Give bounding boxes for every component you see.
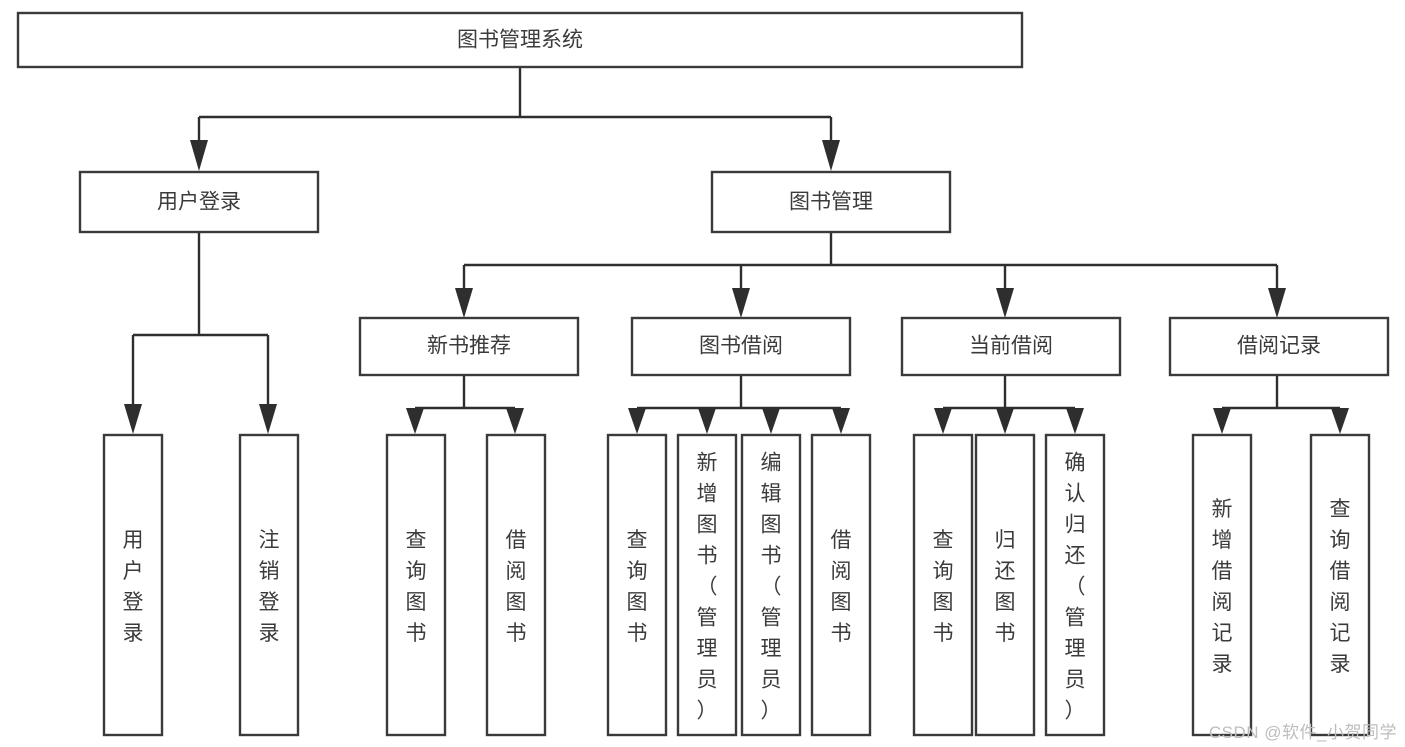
node-leaf-confirm-return-admin-label: 确认归还（管理员）	[1065, 452, 1086, 723]
node-leaf-return-book-box[interactable]	[974, 433, 1036, 737]
arrowhead-leaf-query-book-current	[934, 408, 952, 434]
node-leaf-query-borrow-record-box[interactable]	[1309, 433, 1371, 737]
node-leaf-logout-login-label: 注销登录	[259, 529, 280, 645]
arrowhead-current-borrow	[996, 288, 1014, 318]
arrowhead-leaf-borrow-book	[832, 408, 850, 434]
arrowhead-leaf-edit-book-admin	[762, 408, 780, 434]
arrowhead-leaf-confirm-return-admin	[1066, 408, 1084, 434]
arrowhead-leaf-query-book-recommend	[406, 408, 424, 434]
node-leaf-add-borrow-record-label: 新增借阅记录	[1212, 498, 1233, 676]
arrowhead-leaf-return-book	[996, 408, 1014, 434]
arrowhead-leaf-query-borrow-record	[1331, 408, 1349, 434]
node-new-book-recommend-label: 新书推荐	[427, 335, 511, 358]
arrowhead-book-management	[822, 140, 840, 171]
arrowhead-leaf-add-borrow-record	[1213, 408, 1231, 434]
node-leaf-logout-login-box[interactable]	[238, 433, 300, 737]
node-leaf-return-book[interactable]: 归还图书	[974, 433, 1036, 737]
arrowhead-leaf-query-book-borrow	[628, 408, 646, 434]
node-book-borrow-label: 图书借阅	[699, 335, 783, 358]
node-new-book-recommend-box[interactable]	[358, 316, 580, 377]
node-leaf-user-login-box[interactable]	[102, 433, 164, 737]
node-leaf-query-book-current-label: 查询图书	[933, 529, 954, 645]
node-book-management[interactable]: 图书管理	[710, 170, 952, 234]
node-book-borrow-box[interactable]	[630, 316, 852, 377]
node-leaf-borrow-book-box[interactable]	[810, 433, 872, 737]
node-root-box[interactable]	[16, 11, 1024, 69]
node-leaf-edit-book-admin-box[interactable]	[740, 433, 802, 737]
node-current-borrow-label: 当前借阅	[969, 335, 1053, 358]
arrowhead-borrow-record	[1268, 288, 1286, 318]
node-leaf-query-book-borrow-label: 查询图书	[627, 529, 648, 645]
node-user-login[interactable]: 用户登录	[78, 170, 320, 234]
node-leaf-borrow-book[interactable]: 借阅图书	[810, 433, 872, 737]
node-leaf-borrow-book-label: 借阅图书	[831, 529, 852, 645]
connector-layer	[124, 67, 1349, 434]
node-leaf-edit-book-admin-label: 编辑图书（管理员）	[761, 452, 782, 723]
arrowhead-book-borrow	[732, 288, 750, 318]
node-new-book-recommend[interactable]: 新书推荐	[358, 316, 580, 377]
node-leaf-query-borrow-record[interactable]: 查询借阅记录	[1309, 433, 1371, 737]
node-leaf-confirm-return-admin[interactable]: 确认归还（管理员）	[1044, 433, 1106, 737]
node-root[interactable]: 图书管理系统	[16, 11, 1024, 69]
node-borrow-record[interactable]: 借阅记录	[1168, 316, 1390, 377]
node-leaf-borrow-book-recommend[interactable]: 借阅图书	[485, 433, 547, 737]
node-leaf-query-book-recommend-box[interactable]	[385, 433, 447, 737]
node-current-borrow[interactable]: 当前借阅	[900, 316, 1122, 377]
arrowhead-leaf-add-book-admin	[698, 408, 716, 434]
node-leaf-confirm-return-admin-box[interactable]	[1044, 433, 1106, 737]
node-leaf-query-book-borrow-box[interactable]	[606, 433, 668, 737]
node-leaf-borrow-book-recommend-label: 借阅图书	[506, 529, 527, 645]
node-user-login-label: 用户登录	[157, 191, 241, 214]
node-root-label: 图书管理系统	[457, 29, 583, 52]
node-book-management-label: 图书管理	[789, 191, 873, 214]
arrowhead-leaf-user-login	[124, 404, 142, 434]
node-leaf-query-book-borrow[interactable]: 查询图书	[606, 433, 668, 737]
node-leaf-logout-login[interactable]: 注销登录	[238, 433, 300, 737]
node-leaf-query-borrow-record-label: 查询借阅记录	[1330, 498, 1351, 676]
node-leaf-query-book-recommend-label: 查询图书	[406, 529, 427, 645]
node-leaf-add-borrow-record-box[interactable]	[1191, 433, 1253, 737]
node-leaf-add-book-admin-label: 新增图书（管理员）	[697, 452, 718, 723]
node-leaf-add-book-admin-box[interactable]	[676, 433, 738, 737]
node-leaf-add-borrow-record[interactable]: 新增借阅记录	[1191, 433, 1253, 737]
node-user-login-box[interactable]	[78, 170, 320, 234]
node-leaf-query-book-current[interactable]: 查询图书	[912, 433, 974, 737]
node-current-borrow-box[interactable]	[900, 316, 1122, 377]
node-leaf-add-book-admin[interactable]: 新增图书（管理员）	[676, 433, 738, 737]
arrowhead-user-login	[190, 140, 208, 171]
arrowhead-leaf-logout-login	[259, 404, 277, 434]
arrowhead-leaf-borrow-book-recommend	[506, 408, 524, 434]
node-borrow-record-label: 借阅记录	[1237, 335, 1321, 358]
arrowhead-new-book-recommend	[455, 288, 473, 318]
node-book-management-box[interactable]	[710, 170, 952, 234]
node-leaf-query-book-current-box[interactable]	[912, 433, 974, 737]
node-leaf-user-login[interactable]: 用户登录	[102, 433, 164, 737]
node-borrow-record-box[interactable]	[1168, 316, 1390, 377]
node-leaf-query-book-recommend[interactable]: 查询图书	[385, 433, 447, 737]
node-leaf-return-book-label: 归还图书	[995, 529, 1016, 645]
node-book-borrow[interactable]: 图书借阅	[630, 316, 852, 377]
node-leaf-user-login-label: 用户登录	[123, 529, 144, 645]
node-leaf-borrow-book-recommend-box[interactable]	[485, 433, 547, 737]
node-leaf-edit-book-admin[interactable]: 编辑图书（管理员）	[740, 433, 802, 737]
